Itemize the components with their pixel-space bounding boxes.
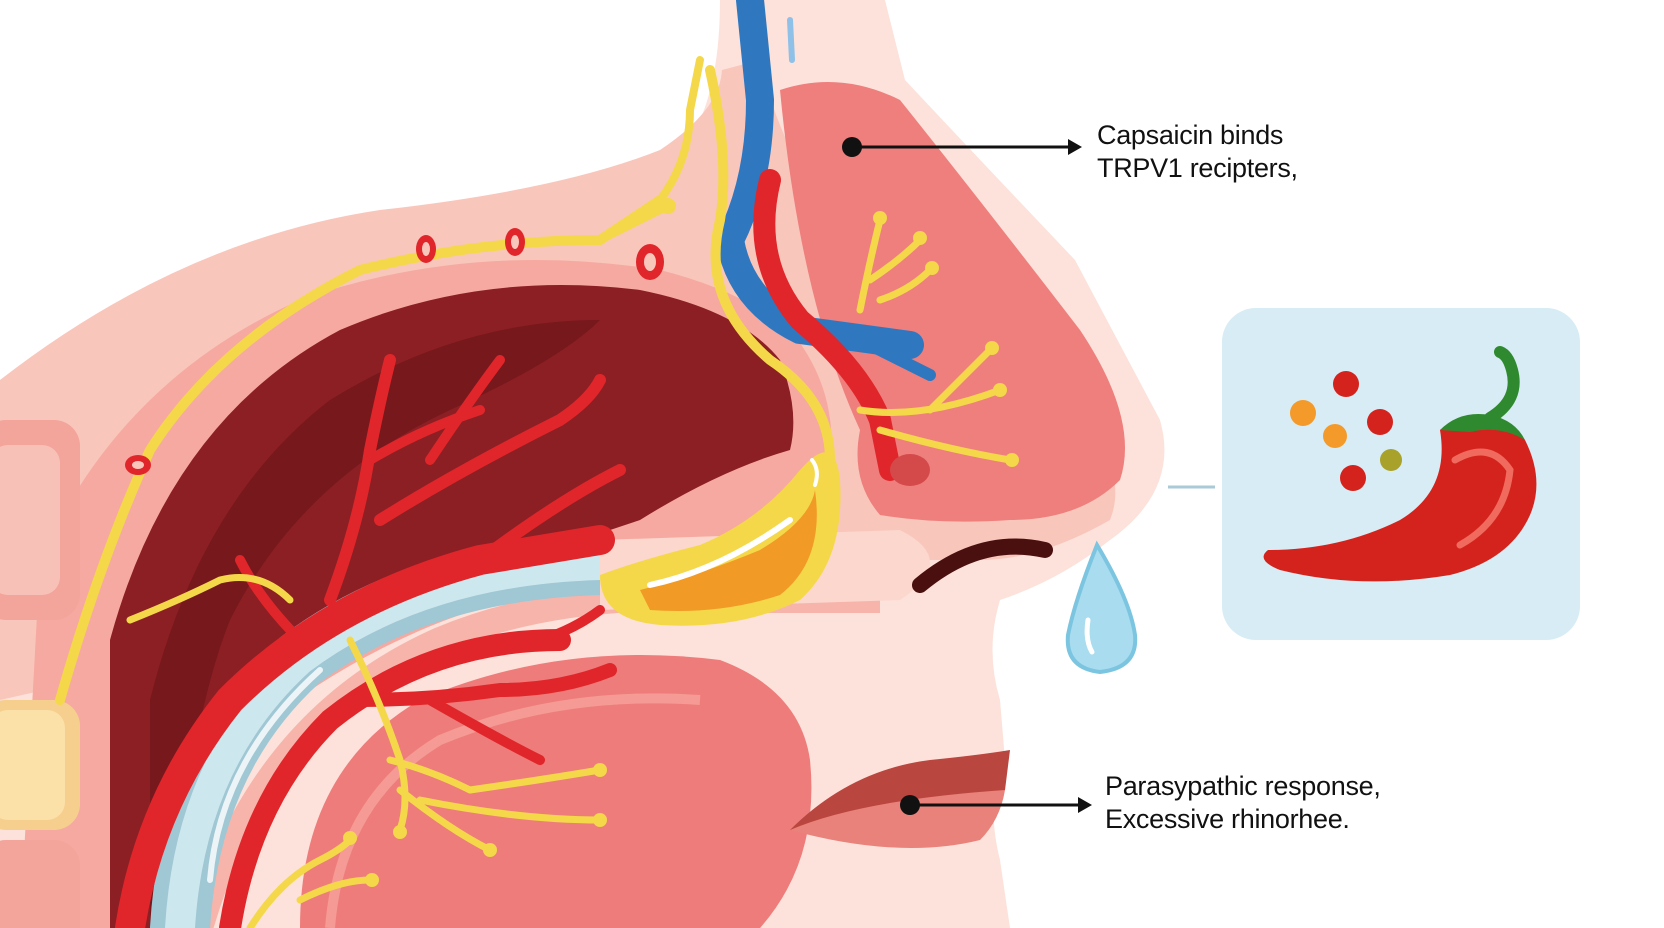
artery-branches [115,354,626,928]
annotation-line: Parasypathic response, [1105,771,1381,801]
spice-particles-icon [1290,371,1402,491]
lips [790,750,1010,830]
vertebra-block [0,840,80,928]
tear-drop-icon [1065,540,1138,675]
vein [715,0,924,359]
annotation-line: Capsaicin binds [1097,120,1284,150]
chili-pepper-icon [1263,346,1537,582]
callout-arrow-bottom [900,795,1092,815]
annotation-line: Excessive rhinorhee. [1105,804,1350,834]
nerve-main [55,195,665,705]
annotation-line: TRPV1 recipters, [1097,153,1298,183]
eye-closed [912,538,1053,593]
rhinorrhea-annotation: Parasypathic response, Excessive rhinorh… [1105,770,1381,836]
nerve-branches-nose [856,216,1014,464]
artery [753,169,901,481]
capsaicin-annotation: Capsaicin binds TRPV1 recipters, [1097,119,1298,185]
nerve-branches-lower [126,574,604,928]
lower-tissue [300,655,812,928]
callout-arrow-top [842,137,1082,157]
nostril [890,454,930,486]
